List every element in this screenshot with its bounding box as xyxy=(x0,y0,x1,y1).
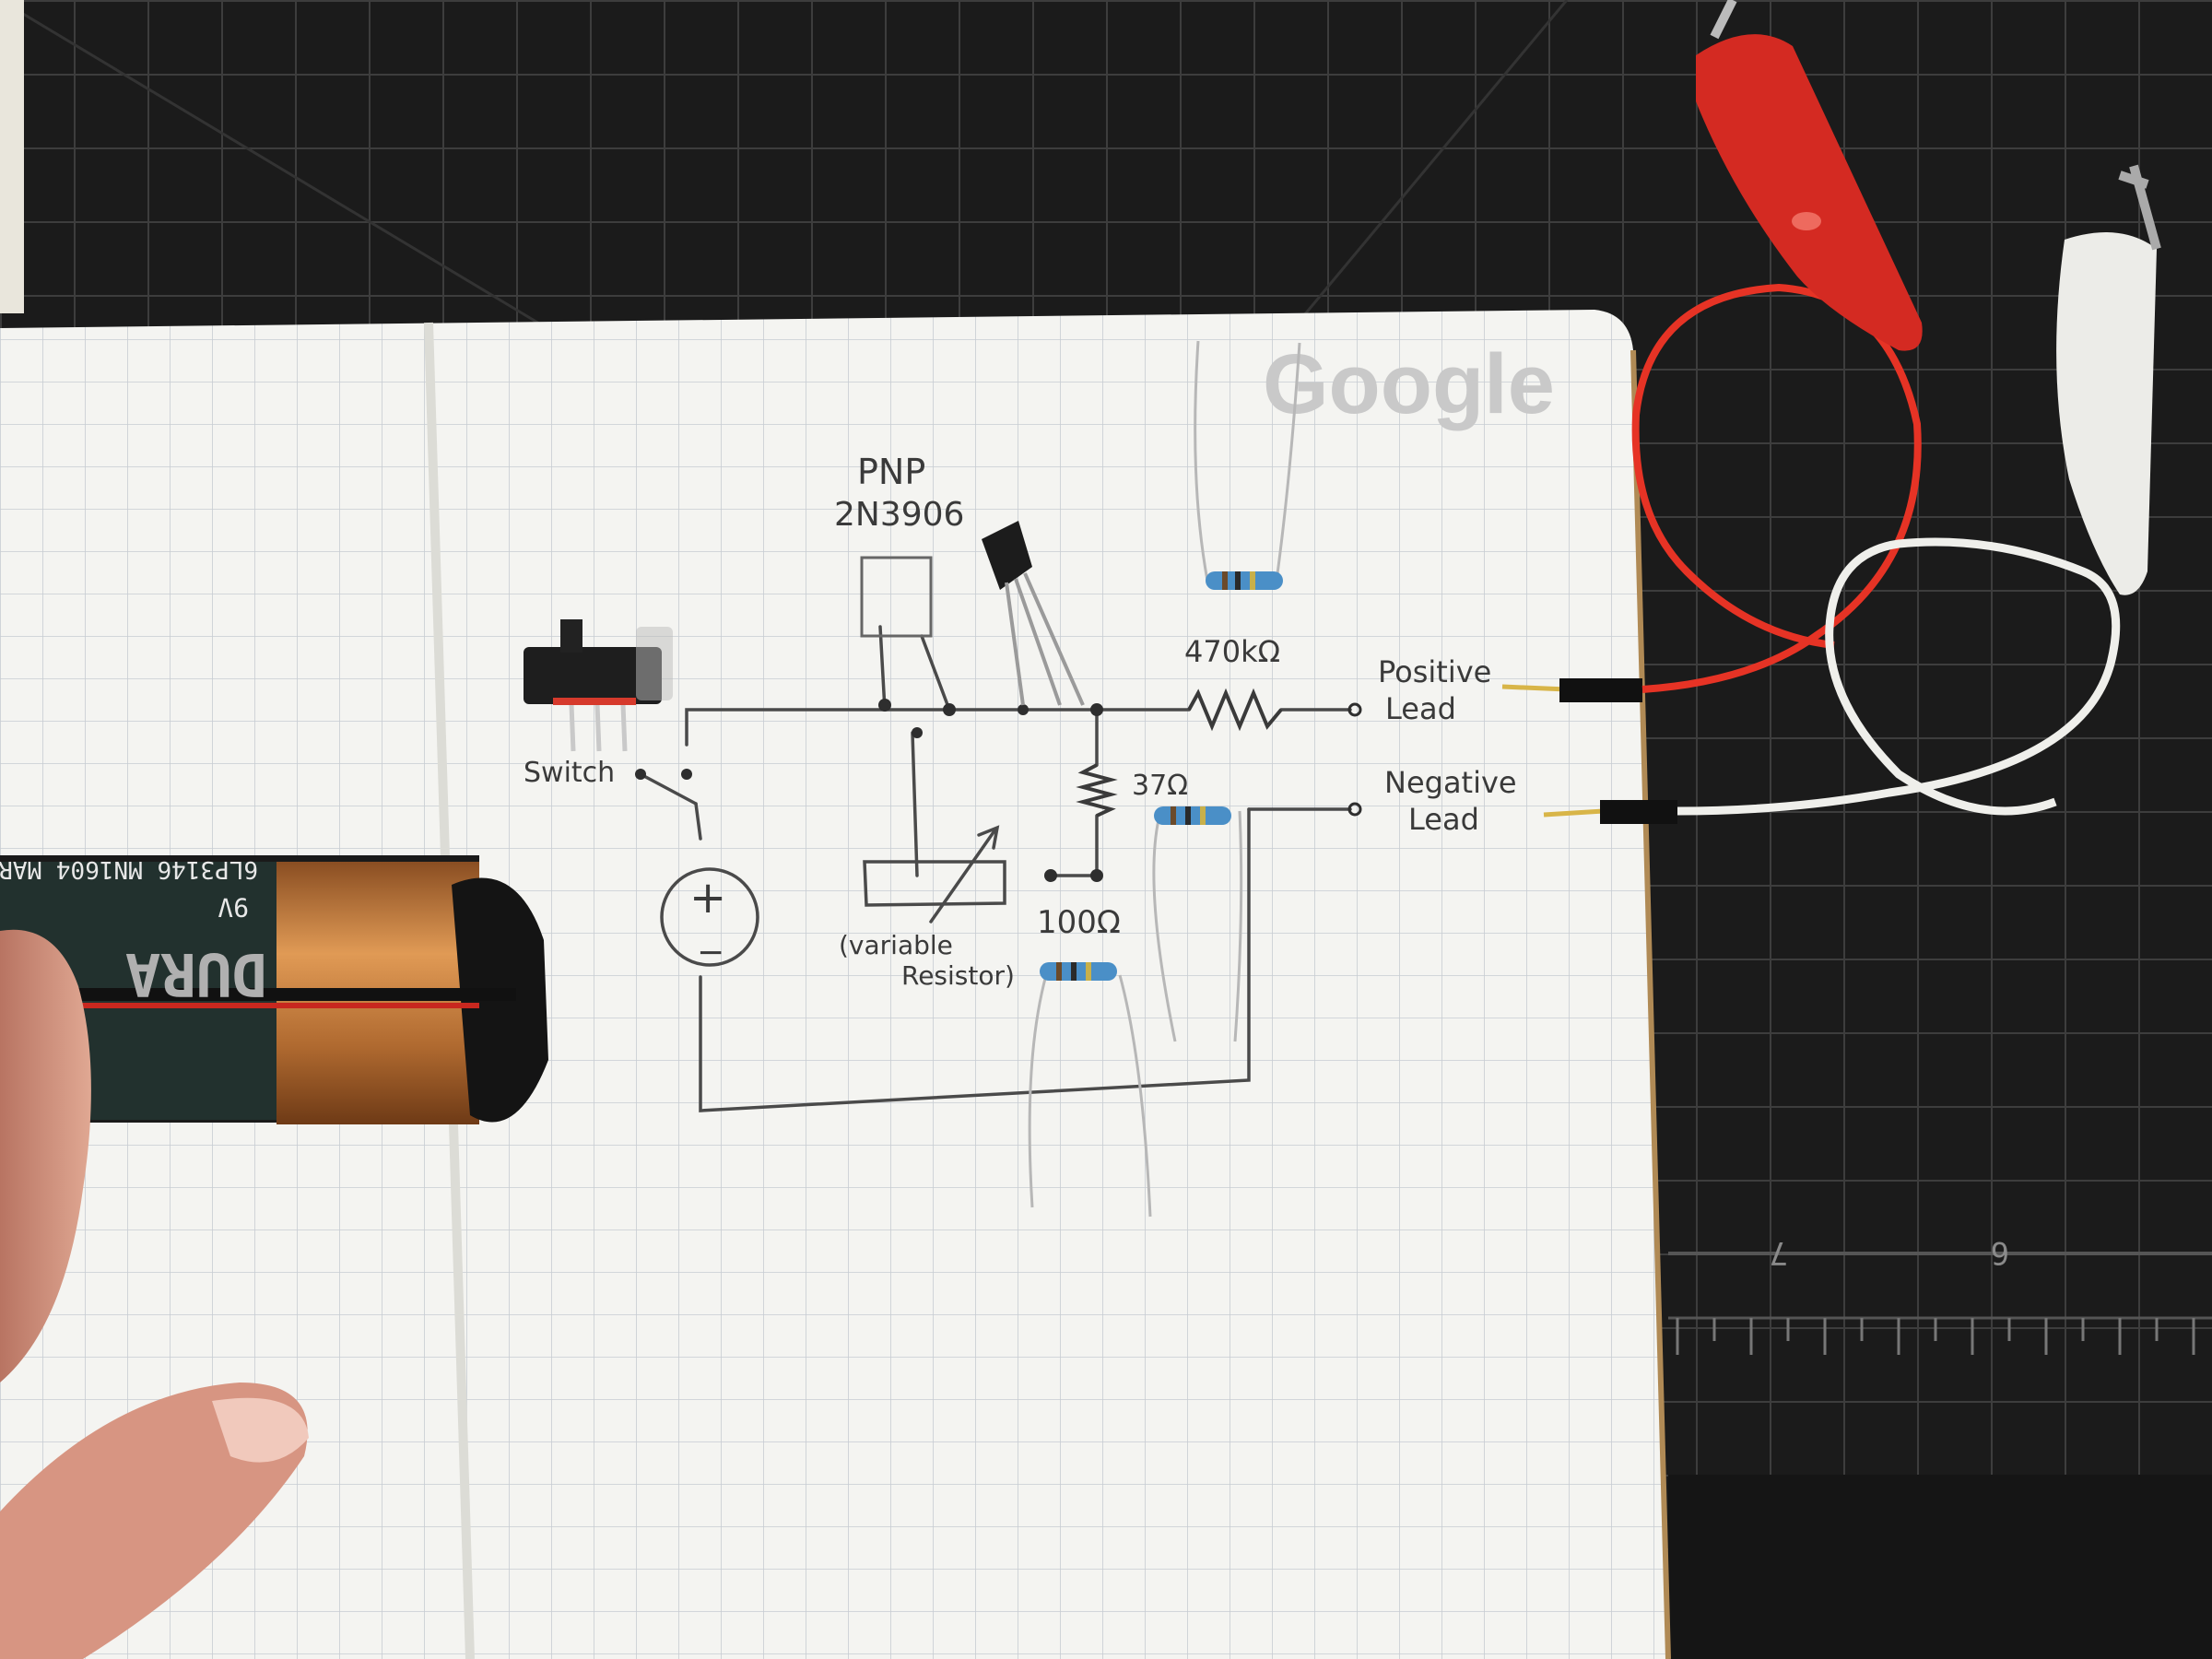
battery-brand: DURA xyxy=(125,939,267,1007)
resistor-100-label: 100Ω xyxy=(1037,904,1121,941)
resistor-component-bottom xyxy=(1028,962,1152,1218)
battery-minus-sign: − xyxy=(697,934,724,971)
battery-voltage: 9V xyxy=(218,892,249,923)
positive-header-pin xyxy=(1501,678,1642,702)
ruler-mark-7: 7 xyxy=(1770,1234,1788,1271)
transistor-part-label: 2N3906 xyxy=(834,496,964,534)
red-wire xyxy=(1631,283,1922,693)
notebook-edge xyxy=(1630,349,1671,1659)
mat-diagonal-line xyxy=(1288,0,1569,333)
resistor-470k-label: 470kΩ xyxy=(1184,634,1280,669)
transistor-drawing xyxy=(860,556,933,638)
battery-plus-sign: + xyxy=(689,872,726,924)
negative-lead-label-1: Negative xyxy=(1384,765,1517,800)
left-edge-object xyxy=(0,0,24,313)
variable-resistor-label-1: (variable xyxy=(839,930,953,960)
battery-symbol xyxy=(660,867,759,967)
thumb xyxy=(0,929,91,1382)
red-alligator-clip xyxy=(1696,34,1923,351)
variable-resistor-label-2: Resistor) xyxy=(901,960,1015,991)
positive-lead-label-2: Lead xyxy=(1385,691,1456,726)
resistor-component-middle xyxy=(1152,806,1243,1042)
positive-lead-label-1: Positive xyxy=(1378,654,1491,689)
white-wire xyxy=(1677,537,2121,816)
switch-label: Switch xyxy=(524,757,615,789)
transistor-type-label: PNP xyxy=(857,452,925,492)
notebook-brand: Google xyxy=(1263,337,1555,431)
resistor-470k-symbol xyxy=(1187,688,1283,732)
ruler-marks xyxy=(1668,1252,2212,1659)
resistor-37-label: 37Ω xyxy=(1132,770,1188,802)
red-clip-highlight xyxy=(1792,212,1821,230)
resistor-component-top xyxy=(1194,340,1301,590)
slide-switch-component xyxy=(524,619,673,752)
white-alligator-clip xyxy=(2056,232,2157,595)
battery-code: 6LP3146 MN1604 MAR 20 xyxy=(0,855,258,883)
notebook-page xyxy=(0,310,1668,1659)
mat-diagonal-line xyxy=(0,0,554,334)
resistor-37-symbol xyxy=(1076,763,1118,818)
negative-lead-label-2: Lead xyxy=(1408,802,1479,837)
schematic-nodes xyxy=(635,699,1362,882)
red-clip-jaw xyxy=(1710,0,1737,40)
negative-header-pin xyxy=(1543,800,1677,824)
white-clip-jaw xyxy=(2118,164,2161,251)
fingernail xyxy=(212,1397,309,1463)
ruler-mark-6: 6 xyxy=(1991,1234,2009,1271)
transistor-component xyxy=(982,521,1085,706)
